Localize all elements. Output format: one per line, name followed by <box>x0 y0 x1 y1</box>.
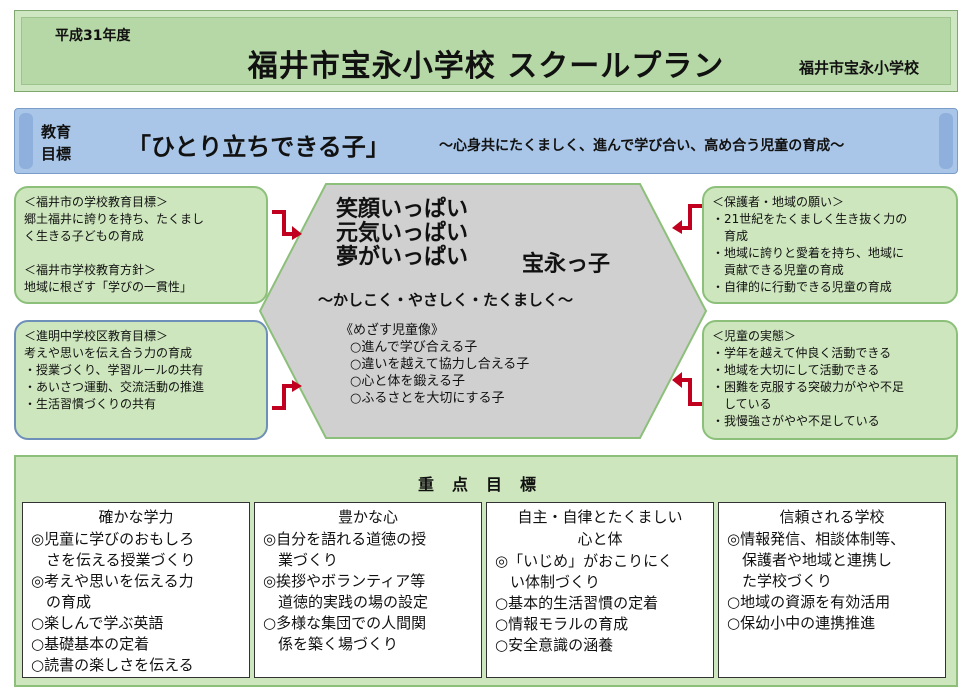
list-item: ◎考えや思いを伝える力 <box>31 572 194 590</box>
list-item: ◎挨拶やボランティア等 <box>263 572 426 590</box>
list-item: ○地域の資源を有効活用 <box>727 593 891 611</box>
list-item: ○基本的生活習慣の定着 <box>495 594 659 612</box>
slogan: 笑顔いっぱい 元気いっぱい 夢がいっぱい <box>336 197 469 270</box>
list-item: ○安全意識の涵養 <box>495 636 614 654</box>
list-item: ◎児童に学びのおもしろ <box>31 530 195 548</box>
goal-main: 「ひとり立ちできる子」 <box>127 133 390 161</box>
list-item: ◎自分を語れる道徳の授 <box>263 530 427 548</box>
list-item: ○心と体を鍛える子 <box>350 374 465 389</box>
list-item: ◎「いじめ」がおこりにく <box>495 552 673 570</box>
arrow-right-icon <box>272 210 302 240</box>
motto: ～かしこく・やさしく・たくましく～ <box>318 291 574 309</box>
slogan-kids: 宝永っ子 <box>522 252 611 277</box>
priority-column-body: 自主・自律とたくましい 心と体 ◎「いじめ」がおこりにく い体制づくり ○基本的… <box>486 502 714 678</box>
list-item: ○ふるさとを大切にする子 <box>350 391 505 406</box>
district-education-goal-box: ＜進明中学校区教育目標＞ 考えや思いを伝え合う力の育成 ・授業づくり、学習ルール… <box>14 320 268 440</box>
list-item: ○多様な集団での人間関 <box>263 614 427 632</box>
education-goal-banner: 教育 目標 「ひとり立ちできる子」 ～心身共にたくましく、進んで学び合い、高め合… <box>14 108 958 174</box>
center-hexagon <box>258 183 708 439</box>
list-item: ○読書の楽しさを伝える <box>31 656 194 674</box>
arrow-right-icon <box>272 380 302 410</box>
arrow-left-icon <box>672 204 702 234</box>
list-item: ○進んで学び合える子 <box>350 340 478 355</box>
priority-column-trust: 信頼される学校 ◎情報発信、相談体制等、 保護者や地域と連携し た学校づくり ○… <box>718 502 946 678</box>
goal-label: 教育 目標 <box>41 123 72 163</box>
header-banner: 平成31年度 福井市宝永小学校 スクールプラン 福井市宝永小学校 <box>14 10 958 92</box>
priority-goals-section: 重点目標 確かな学力 ◎児童に学びのおもしろ さを伝える授業づくり ◎考えや思い… <box>14 455 958 687</box>
list-item: ◎情報発信、相談体制等、 <box>727 530 906 548</box>
priority-title: 重点目標 <box>417 475 554 494</box>
list-item: 業づくり <box>263 551 339 569</box>
priority-column-heart: 豊かな心 ◎自分を語れる道徳の授 業づくり ◎挨拶やボランティア等 道徳的実践の… <box>254 502 482 678</box>
list-item: の育成 <box>31 593 92 611</box>
priority-column-academic: 確かな学力 ◎児童に学びのおもしろ さを伝える授業づくり ◎考えや思いを伝える力… <box>22 502 250 678</box>
list-item: さを伝える授業づくり <box>31 551 196 569</box>
fukui-education-goal-box: ＜福井市の学校教育目標＞ 郷土福井に誇りを持ち、たくまし く生きる子どもの育成 … <box>14 186 268 304</box>
list-item: ○情報モラルの育成 <box>495 615 629 633</box>
list-item: ○楽しんで学ぶ英語 <box>31 614 164 632</box>
goal-sub: ～心身共にたくましく、進んで学び合い、高め合う児童の育成～ <box>439 138 845 154</box>
list-item: 保護者や地域と連携し <box>727 551 893 569</box>
list-item: 道徳的実践の場の設定 <box>263 593 429 611</box>
list-item: い体制づくり <box>495 573 601 591</box>
list-item: ○基礎基本の定着 <box>31 635 150 653</box>
fiscal-year: 平成31年度 <box>55 28 131 44</box>
list-item: ○違いを越えて協力し合える子 <box>350 357 530 372</box>
ideal-student-list: 《めざす児童像》 ○進んで学び合える子 ○違いを越えて協力し合える子 ○心と体を… <box>340 323 530 406</box>
list-item: 係を築く場づくり <box>263 635 399 653</box>
student-status-box: ＜児童の実態＞ ・学年を越えて仲良く活動できる ・地域を大切にして活動できる ・… <box>702 320 958 440</box>
page-title: 福井市宝永小学校 スクールプラン <box>247 49 725 84</box>
parents-wishes-box: ＜保護者・地域の願い＞ ・21世紀をたくましく生き抜く力の 育成 ・地域に誇りと… <box>702 186 958 304</box>
arrow-left-icon <box>672 372 702 406</box>
list-item: た学校づくり <box>727 572 833 590</box>
list-item: ○保幼小中の連携推進 <box>727 614 876 632</box>
school-name: 福井市宝永小学校 <box>798 59 919 77</box>
